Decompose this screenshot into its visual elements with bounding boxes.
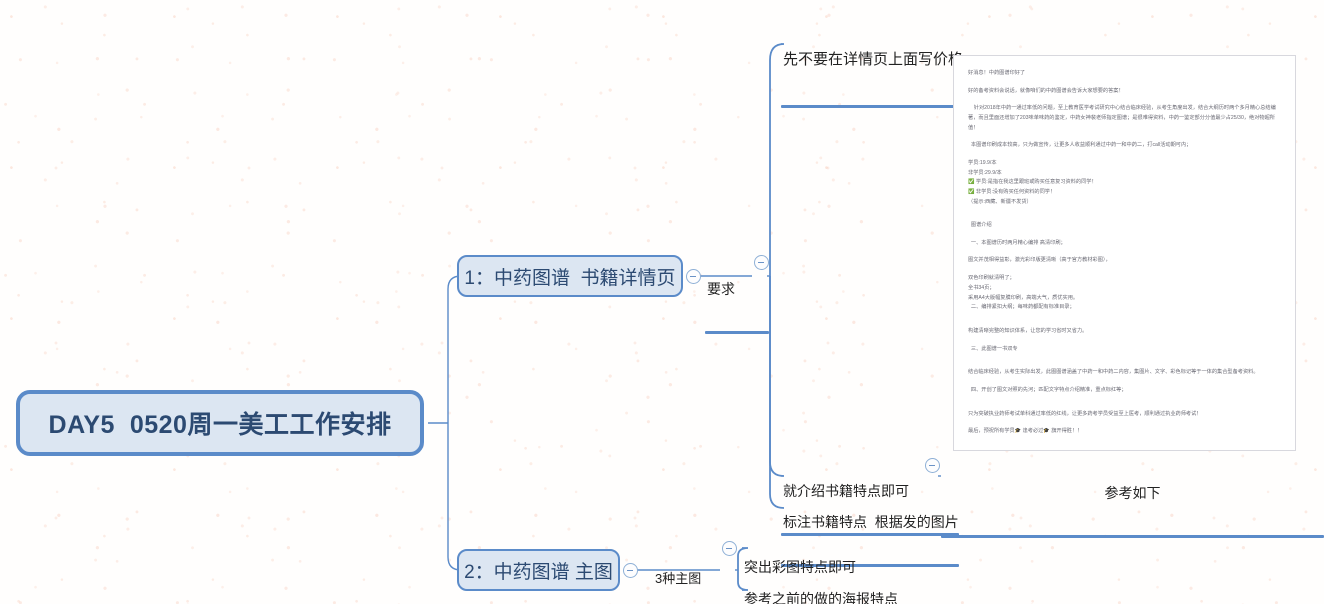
topic-node-1[interactable]: 1：中药图谱 书籍详情页	[457, 255, 683, 297]
reference-document-line: 构建清晰完整的知识体系，让您的学习省时又省力。	[968, 328, 1088, 334]
reference-document-line: 最后，预祝所有学员🎓 逢考必过🎓 旗开得胜！！	[968, 428, 1083, 435]
reference-document-line: 本图谱印刷成本较高，只为做宣传，让更多人收益顺利通过中药一和中药二，打call活…	[968, 142, 1192, 149]
subtopic-no-price-on-detail-page-label: 先不要在详情页上面写价格	[783, 51, 964, 68]
topic-node-1-label: 1：中药图谱 书籍详情页	[464, 267, 676, 289]
subtopic-no-price-on-detail-page[interactable]: 先不要在详情页上面写价格	[781, 19, 965, 141]
subtopic-reference-as-follows-label: 参考如下	[1104, 484, 1161, 501]
reference-document-line: ✅ 学员:是指在我这里跟班或购买任意复习资料的同学！	[968, 179, 1097, 186]
subtopic-reference-previous-poster[interactable]: 参考之前的做的海报特点	[742, 561, 902, 604]
subtopic-reference-as-follows[interactable]: 参考如下	[941, 455, 1324, 569]
reference-document-line: 只为突破执业药师考试单科通过率低的红线，让更多药考学员受益至上医考，顺利通过执业…	[968, 410, 1202, 417]
reference-document-line: 三、此图谱一书双专	[968, 345, 1018, 352]
collapse-toggle-icon-node-2[interactable]	[623, 563, 638, 578]
subtopic-three-main-images-label: 3种主图	[655, 570, 702, 586]
reference-document-panel[interactable]: 好消息！中药图谱印好了好的备考资料会说话，就像咱们的中药图谱会告诉大家想要的答案…	[953, 55, 1296, 451]
reference-document-line: 二、编排紧扣大纲；每味药都配有标准目录；	[968, 304, 1075, 311]
reference-document-line: 好的备考资料会说话，就像咱们的中药图谱会告诉大家想要的答案！	[968, 87, 1124, 94]
subtopic-underline	[941, 534, 1324, 538]
collapse-toggle-icon-three-main-images[interactable]	[722, 541, 737, 556]
subtopic-reference-previous-poster-label: 参考之前的做的海报特点	[744, 590, 898, 604]
reference-document-line: 好消息！中药图谱印好了	[968, 70, 1026, 76]
reference-document-line: 针对2018年中药一通过率低的问题，至上教育医学考试研究中心结合临床经验，从考生…	[968, 105, 1276, 131]
reference-document-line: 学员:19.9/本	[968, 159, 997, 166]
reference-document-line: 全书34页；	[968, 284, 995, 291]
collapse-toggle-icon-node-1[interactable]	[686, 269, 701, 284]
reference-document-line: 四、开创了图文对照的先河；匹配文字特点介绍精准，重点标红等；	[968, 386, 1127, 393]
collapse-toggle-icon-introduce-book-features[interactable]	[925, 458, 940, 473]
reference-document-line: 图谱介绍	[968, 221, 992, 228]
reference-document-line: ✅ 非学员:没有购买任何资料的同学！	[968, 189, 1056, 196]
reference-document-line: 非学员:29.9/本	[968, 169, 1002, 176]
collapse-toggle-icon-requirements[interactable]	[754, 255, 769, 270]
reference-document-line: （提示:西藏、新疆不发货）	[968, 199, 1032, 206]
subtopic-underline	[705, 330, 769, 334]
subtopic-three-main-images[interactable]: 3种主图	[653, 543, 711, 604]
reference-document-line: 采用A4大版幅复膜印刷，高端大气，质优实用。	[968, 294, 1079, 301]
topic-node-2-label: 2：中药图谱 主图	[464, 561, 613, 583]
reference-document-line: 结合临床经验，从考生实际出发，此图图谱涵盖了中药一和中药二内容，集图片、文字、彩…	[968, 369, 1259, 376]
reference-document-line: 一、本图谱历时两月精心编排 高清印刷；	[968, 239, 1066, 246]
topic-node-2[interactable]: 2：中药图谱 主图	[457, 549, 620, 591]
subtopic-underline	[781, 104, 955, 108]
reference-document-line: 图文并茂相得益彰，激光彩印版更清晰（高于官方教材彩图），	[968, 257, 1111, 264]
root-node-label: DAY5 0520周一美工工作安排	[48, 411, 392, 439]
reference-document-line: 双色印刷就清明了；	[968, 274, 1015, 281]
root-node[interactable]: DAY5 0520周一美工工作安排	[16, 390, 424, 456]
subtopic-requirements-label: 要求	[707, 280, 735, 297]
